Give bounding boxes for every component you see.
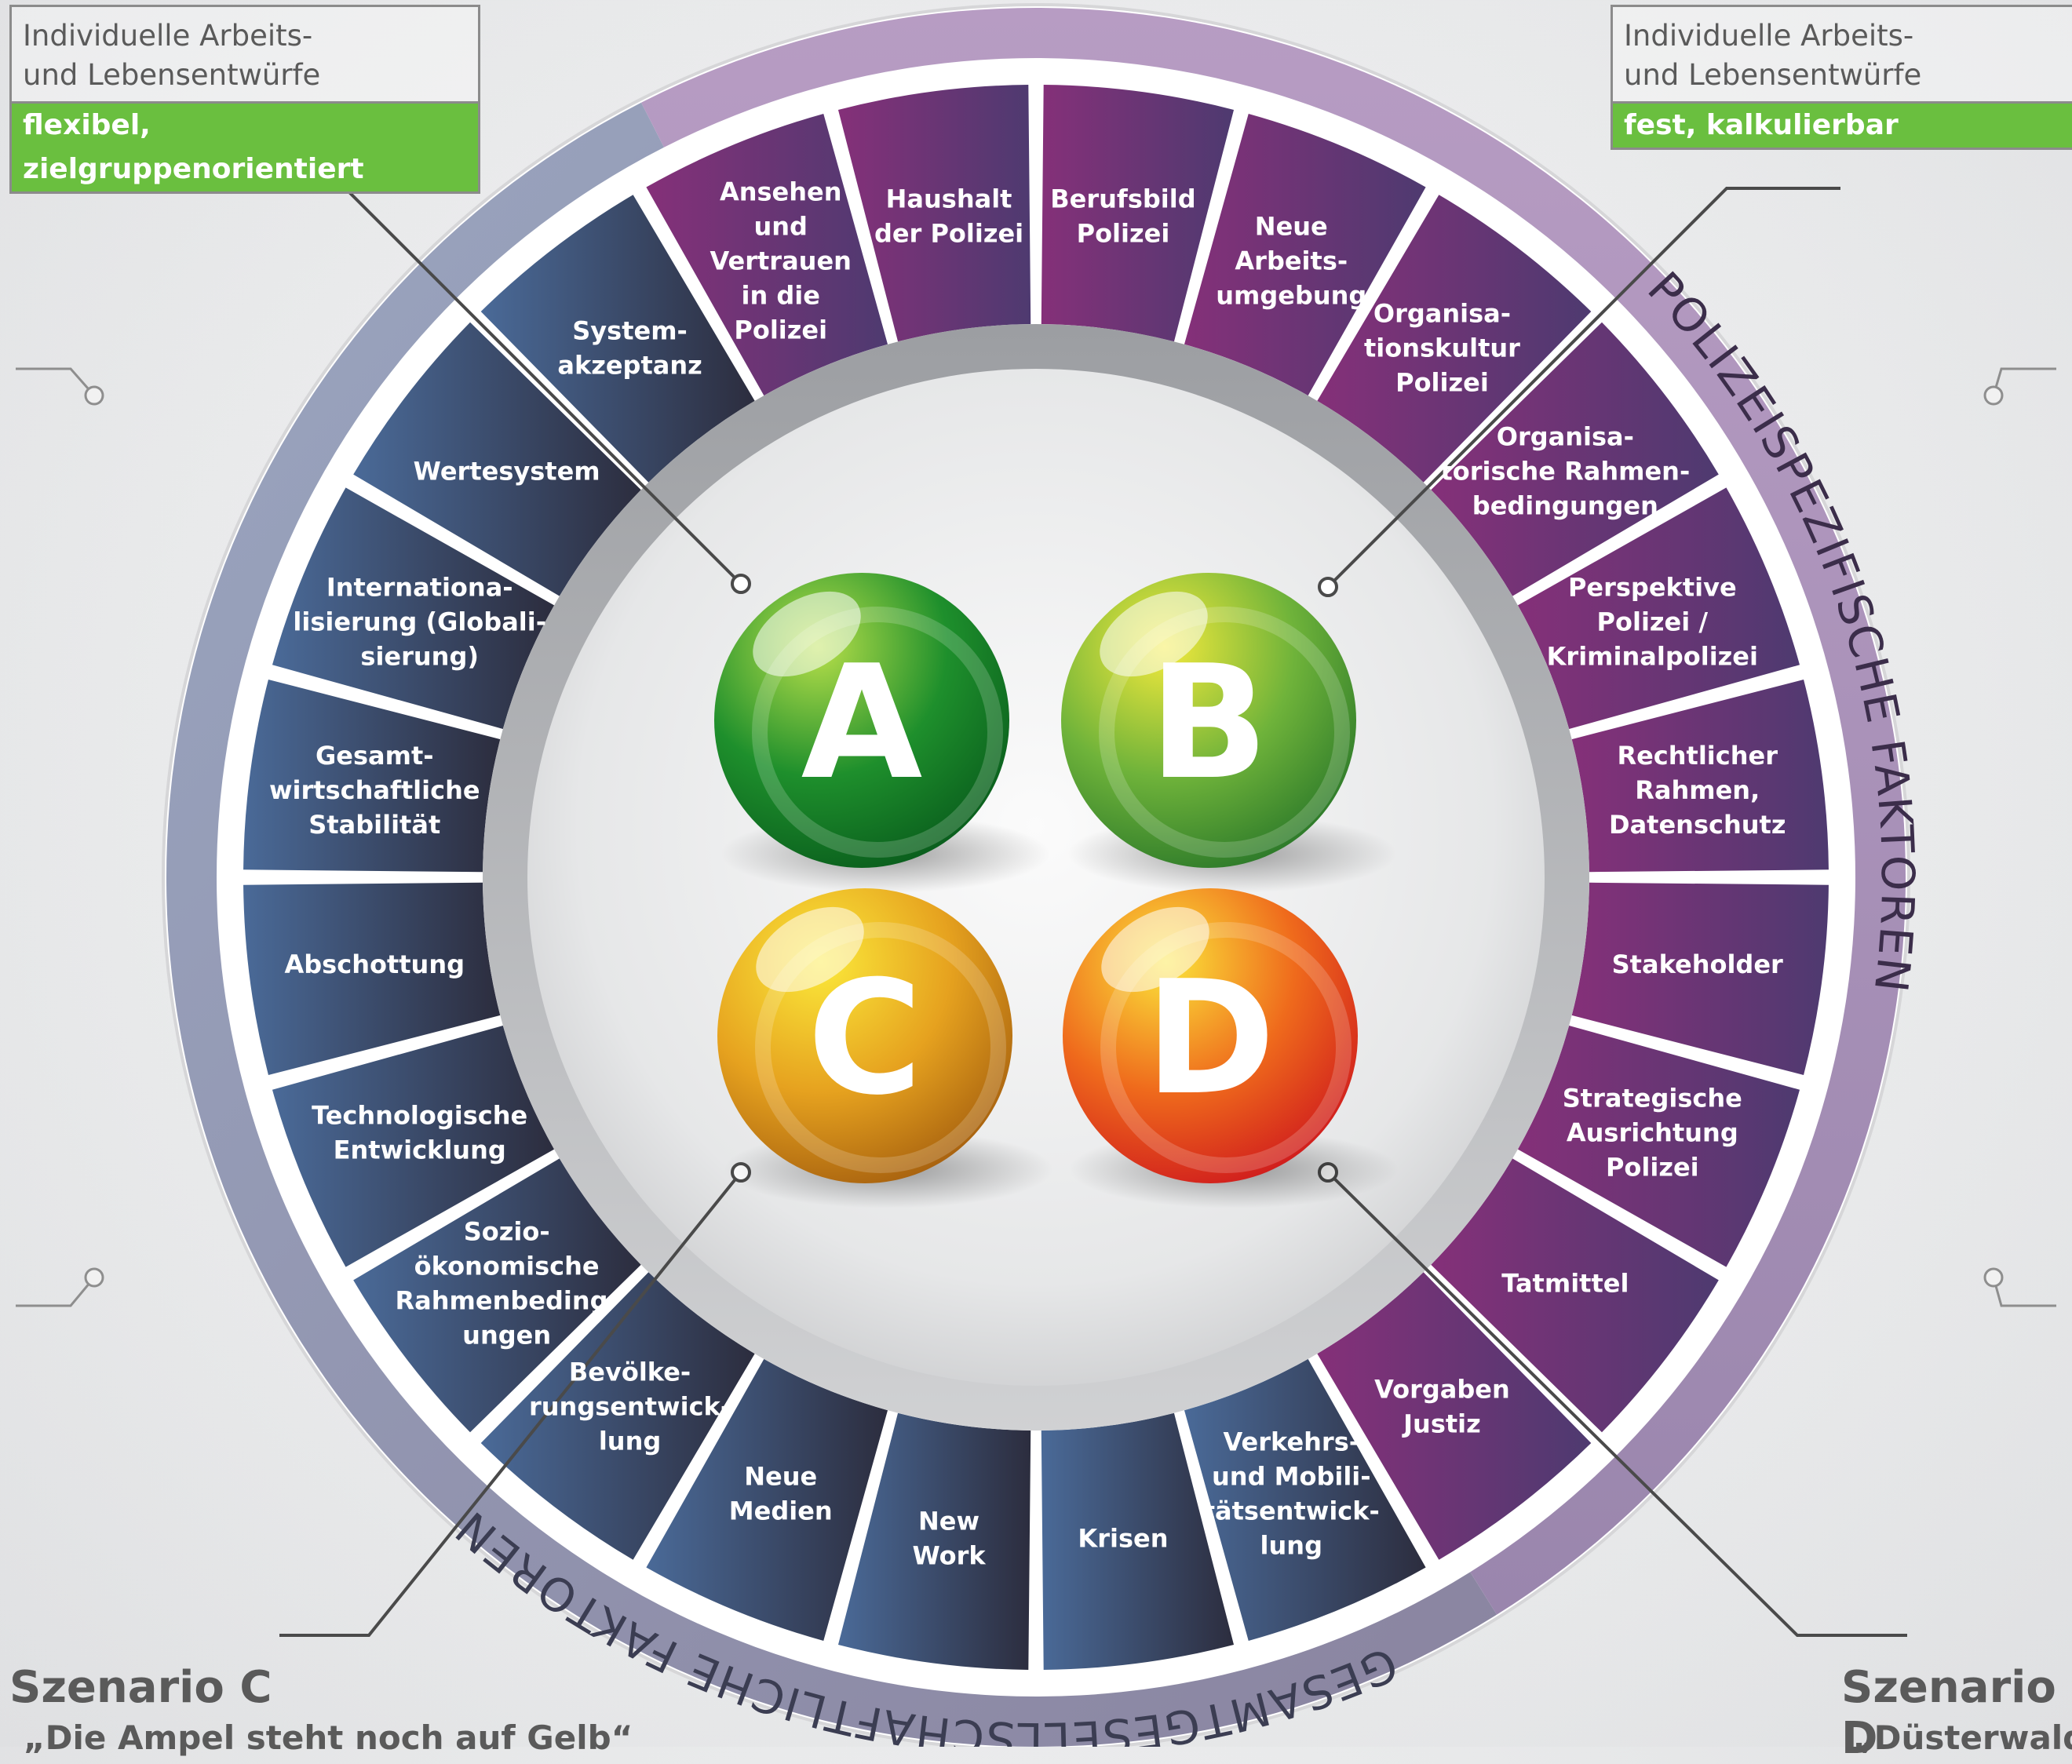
side-connector [16, 367, 96, 396]
side-connector-dot [84, 1267, 104, 1288]
sphere-ring-highlight [1100, 922, 1352, 1173]
factor-segment [1317, 1272, 1592, 1560]
scenario-sphere-b: B [1061, 573, 1397, 893]
factor-segment [353, 322, 641, 596]
scenario-sphere-a: A [714, 573, 1050, 893]
factor-segment [646, 113, 888, 396]
side-connector [1992, 367, 2056, 396]
connector-dot [1318, 577, 1338, 597]
scenario-c-title: Szenario C [9, 1662, 272, 1713]
factor-segment [272, 1025, 555, 1267]
sphere-ring-highlight [755, 922, 1006, 1173]
factor-segment [1184, 1358, 1426, 1642]
sphere-ring-highlight [1099, 607, 1350, 858]
scenario-d-subtitle: „Düsterwald“ [1852, 1718, 2072, 1757]
info-right-tag: fest, kalkulierbar [1613, 101, 2072, 148]
side-connector [16, 1277, 96, 1307]
info-right-line-1: Individuelle Arbeits- [1624, 19, 1914, 53]
sphere-letter: A [801, 632, 923, 815]
side-connector-dot [1983, 1267, 2004, 1288]
factor-label: Stakeholder [1612, 949, 1783, 979]
connector-line [279, 1171, 742, 1637]
factor-segment [837, 1412, 1031, 1670]
factor-segment [1184, 113, 1426, 396]
sphere-letter: C [808, 947, 923, 1130]
scenario-sphere-d: D [1063, 888, 1399, 1208]
factor-segment [1517, 487, 1800, 730]
factor-label: Tatmittel [1501, 1268, 1629, 1298]
factor-segment [243, 679, 501, 873]
scenario-sphere-c: C [717, 888, 1053, 1208]
scenario-d-title: Szenario D [1841, 1662, 2056, 1764]
info-left-line-2: und Lebensentwürfe [23, 58, 321, 92]
side-connector-dot [84, 385, 104, 406]
factor-segment [272, 487, 555, 730]
factor-segment [1041, 1412, 1235, 1670]
sphere-ring-highlight [752, 607, 1003, 858]
factor-segment [837, 85, 1031, 342]
scenario-c-subtitle: „Die Ampel steht noch auf Gelb“ [24, 1718, 633, 1757]
sphere-letter: B [1149, 632, 1268, 815]
info-right-line-2: und Lebensentwürfe [1624, 58, 1922, 92]
connector-line [1326, 1171, 1907, 1637]
factor-segment [1571, 679, 1829, 873]
factor-label: Krisen [1078, 1524, 1168, 1554]
info-box-right: Individuelle Arbeits- und Lebensentwürfe… [1611, 5, 2072, 150]
factor-segment [1431, 322, 1719, 596]
sphere-gloss [1101, 906, 1209, 993]
factor-label: Wertesystem [414, 457, 600, 487]
side-connector-dot [1983, 385, 2004, 406]
sphere-gloss [753, 591, 861, 677]
factor-segment [243, 882, 501, 1076]
factor-segment [480, 1272, 755, 1560]
sphere-gloss [756, 906, 864, 993]
sphere-letter: D [1145, 947, 1275, 1130]
connector-dot [731, 574, 751, 594]
factor-segment [1571, 882, 1829, 1076]
factor-label: Internationa-lisierung (Globali-sierung) [293, 573, 546, 672]
side-connector [1992, 1277, 2056, 1307]
factor-segment [1431, 1158, 1719, 1433]
info-left-line-1: Individuelle Arbeits- [23, 19, 313, 53]
info-left-tag: flexibel, zielgruppenorientiert [12, 101, 478, 191]
connector-line [1326, 187, 1840, 589]
factor-label: System-akzeptanz [557, 316, 702, 381]
factor-segment [1041, 85, 1235, 342]
factor-segment [353, 1158, 641, 1433]
factor-label: Bevölke-rungsentwick-lung [529, 1357, 731, 1456]
factor-segment [1517, 1025, 1800, 1267]
factor-label: Organisa-torische Rahmen-bedingungen [1440, 422, 1690, 521]
factor-label: Abschottung [285, 949, 465, 979]
factor-segment [480, 195, 755, 483]
factor-segment [646, 1358, 888, 1642]
factor-segment [1317, 195, 1592, 483]
sphere-gloss [1100, 591, 1208, 677]
factor-label: Verkehrs-und Mobili-tätsentwick-lung [1203, 1427, 1380, 1560]
info-box-left: Individuelle Arbeits- und Lebensentwürfe… [9, 5, 480, 194]
scenario-spheres: A B C D [714, 573, 1399, 1208]
